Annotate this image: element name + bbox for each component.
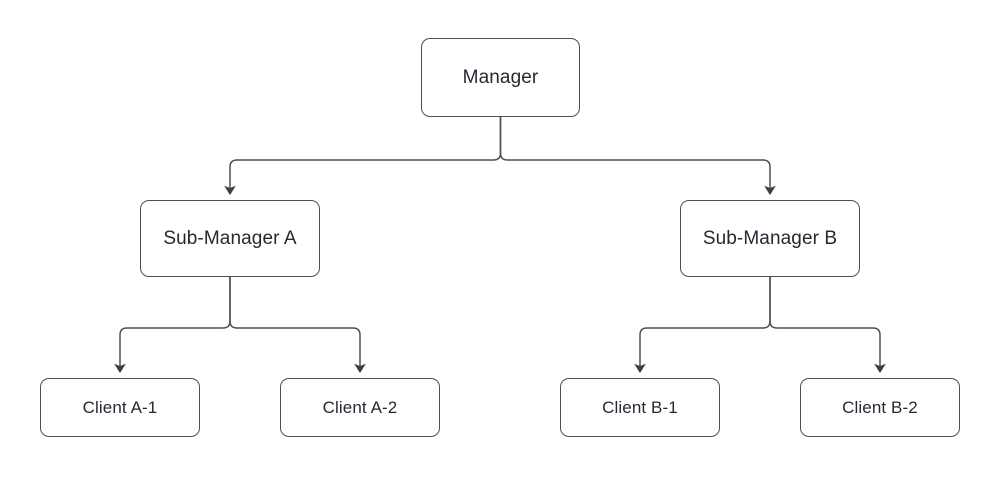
node-client-b-2[interactable]: Client B-2 <box>800 378 960 437</box>
node-manager[interactable]: Manager <box>421 38 580 117</box>
node-client-a-1[interactable]: Client A-1 <box>40 378 200 437</box>
node-client-b-1[interactable]: Client B-1 <box>560 378 720 437</box>
node-client-a-2-label: Client A-2 <box>322 398 398 417</box>
edge-sub-a-to-client-a-1 <box>114 277 231 374</box>
edge-manager-to-sub-a <box>224 117 502 196</box>
node-client-b-2-label: Client B-2 <box>842 398 918 417</box>
node-manager-label: Manager <box>462 67 539 88</box>
node-sub-manager-b-label: Sub-Manager B <box>702 228 838 249</box>
node-client-a-1-label: Client A-1 <box>82 398 158 417</box>
edge-sub-b-to-client-b-1 <box>634 277 771 374</box>
node-sub-manager-a[interactable]: Sub-Manager A <box>140 200 320 277</box>
edge-manager-to-sub-b <box>499 117 776 196</box>
node-sub-manager-a-label: Sub-Manager A <box>163 228 297 249</box>
node-client-a-2[interactable]: Client A-2 <box>280 378 440 437</box>
node-client-b-1-label: Client B-1 <box>602 398 678 417</box>
edge-sub-a-to-client-a-2 <box>229 277 366 374</box>
edge-sub-b-to-client-b-2 <box>769 277 886 374</box>
node-sub-manager-b[interactable]: Sub-Manager B <box>680 200 860 277</box>
